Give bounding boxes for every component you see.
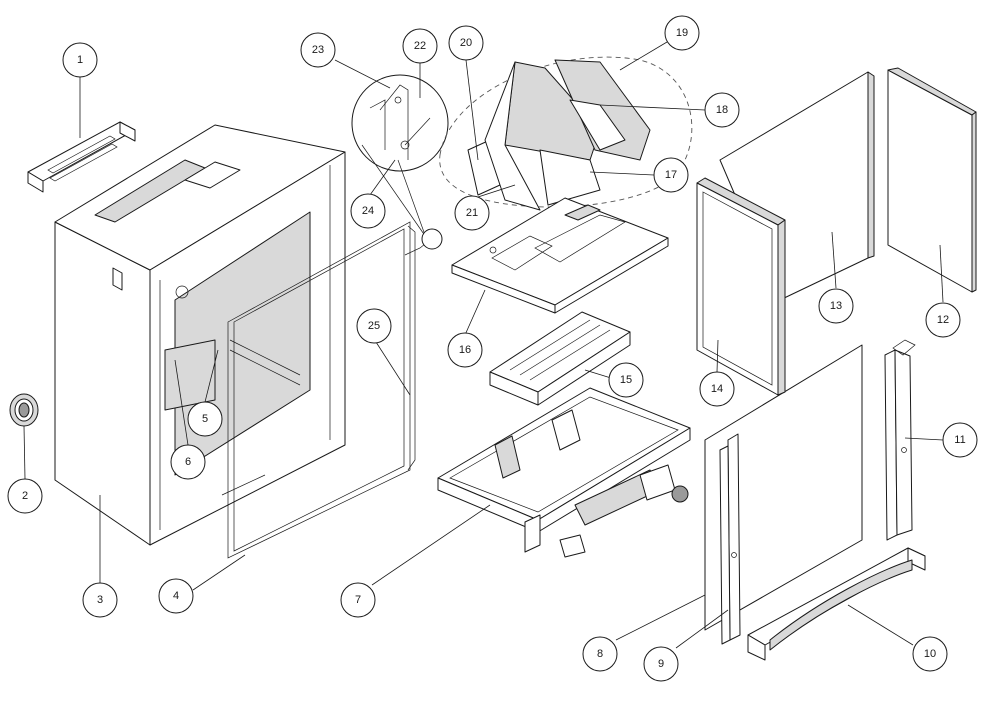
callout-label: 23	[312, 44, 324, 56]
callout-18: 18	[704, 92, 740, 128]
callout-13: 13	[818, 288, 854, 324]
part-25-gasket	[404, 225, 431, 471]
callout-label: 15	[620, 374, 632, 386]
part-2-grommet	[9, 393, 39, 427]
callout-25: 25	[356, 308, 392, 344]
callout-17: 17	[653, 157, 689, 193]
leader-lines	[23, 41, 944, 649]
part-16-top-plate	[451, 197, 669, 314]
callout-6: 6	[170, 444, 206, 480]
callout-3: 3	[82, 582, 118, 618]
callout-label: 10	[924, 648, 936, 660]
callout-label: 7	[355, 594, 361, 606]
part-10-bottom-bracket	[747, 547, 926, 661]
callout-label: 12	[937, 314, 949, 326]
part-3-cabinet	[54, 124, 346, 546]
callout-label: 11	[954, 434, 965, 446]
callout-label: 1	[77, 54, 83, 66]
callout-22: 22	[402, 28, 438, 64]
part-9-rail	[719, 433, 741, 645]
callout-label: 13	[830, 300, 842, 312]
callout-label: 8	[597, 648, 603, 660]
callout-label: 2	[22, 490, 28, 502]
callout-label: 22	[414, 40, 426, 52]
callout-21: 21	[454, 195, 490, 231]
callout-16: 16	[447, 332, 483, 368]
part-11-angle	[884, 339, 916, 541]
part-1-bracket	[27, 121, 136, 193]
callout-23: 23	[300, 32, 336, 68]
part-8-side-panel	[704, 344, 863, 631]
callout-label: 20	[460, 37, 472, 49]
callout-12: 12	[925, 302, 961, 338]
callout-label: 6	[185, 456, 191, 468]
callout-8: 8	[582, 636, 618, 672]
callout-20: 20	[448, 25, 484, 61]
callout-label: 4	[173, 590, 179, 602]
callout-15: 15	[608, 362, 644, 398]
callout-label: 21	[466, 207, 478, 219]
callout-label: 25	[368, 320, 380, 332]
callout-10: 10	[912, 636, 948, 672]
part-14-panel	[696, 177, 786, 396]
callout-1: 1	[62, 42, 98, 78]
callout-2: 2	[7, 478, 43, 514]
callout-11: 11	[942, 422, 978, 458]
callout-label: 5	[202, 413, 208, 425]
callout-5: 5	[187, 401, 223, 437]
part-7-base-tray	[437, 387, 691, 558]
callout-label: 16	[459, 344, 471, 356]
callout-label: 9	[658, 658, 664, 670]
callout-19: 19	[664, 15, 700, 51]
callout-7: 7	[340, 582, 376, 618]
callout-label: 24	[362, 205, 374, 217]
callout-label: 18	[716, 104, 728, 116]
part-15-burner-plate	[489, 311, 631, 406]
detail-view	[351, 74, 449, 250]
part-12-panel	[887, 67, 977, 293]
callout-label: 3	[97, 594, 103, 606]
callout-label: 14	[711, 383, 723, 395]
part-17-21-burner	[439, 56, 693, 211]
part-4-door-frame	[221, 221, 411, 559]
callout-label: 17	[665, 169, 677, 181]
callout-label: 19	[676, 27, 688, 39]
callout-9: 9	[643, 646, 679, 682]
callout-14: 14	[699, 371, 735, 407]
callout-4: 4	[158, 578, 194, 614]
callout-24: 24	[350, 193, 386, 229]
